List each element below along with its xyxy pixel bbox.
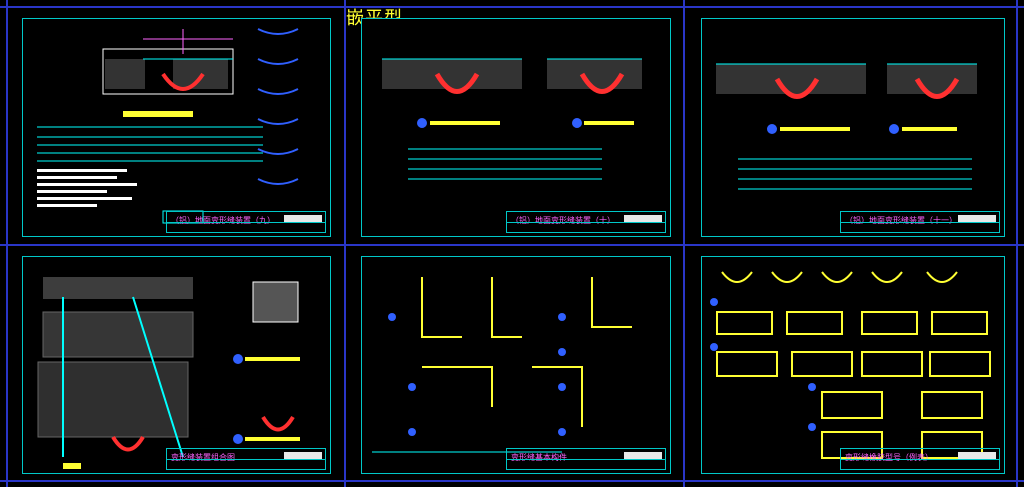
signature-row xyxy=(841,222,999,232)
grid-separator xyxy=(0,244,1024,246)
sheet-title: （铝）地面变形缝装置（十一） xyxy=(845,216,957,225)
drawing-number-box xyxy=(284,215,322,223)
drawing-number-box xyxy=(624,452,662,460)
drawing-sheet-6[interactable]: 变形缝橡胶型号（例表） xyxy=(701,256,1005,474)
signature-row xyxy=(167,459,325,469)
title-block: 变形缝橡胶型号（例表） xyxy=(840,448,1000,470)
drawing-number-box xyxy=(958,215,996,223)
title-block: （铝）地面变形缝装置（十一） xyxy=(840,211,1000,233)
signature-row xyxy=(507,222,665,232)
sheet-title: （铝）地面变形缝装置（十） xyxy=(511,216,615,225)
drawing-number-box xyxy=(284,452,322,460)
drawing-sheet-3[interactable]: （铝）地面变形缝装置（十一） xyxy=(701,18,1005,237)
sheet-5-drawing xyxy=(372,277,632,453)
sheet-title: 变形缝基本构件 xyxy=(511,453,567,462)
drawing-sheet-2[interactable]: （铝）地面变形缝装置（十） xyxy=(361,18,671,237)
title-block: 变形缝装置组合图 xyxy=(166,448,326,470)
sheet-title: （铝）地面变形缝装置（九） xyxy=(171,216,275,225)
sheet-4-drawing xyxy=(37,277,300,469)
signature-row xyxy=(167,222,325,232)
sheet-6-drawing xyxy=(710,271,991,459)
drawing-number-box xyxy=(624,215,662,223)
sheet-3-drawing xyxy=(716,63,977,190)
drawing-sheet-5[interactable]: 变形缝基本构件 xyxy=(361,256,671,474)
sheet-1-drawing xyxy=(37,28,299,224)
drawing-sheet-4[interactable]: 变形缝装置组合图 xyxy=(22,256,331,474)
sheet-title: 变形缝装置组合图 xyxy=(171,453,235,462)
signature-row xyxy=(841,459,999,469)
drawing-sheet-1[interactable]: （铝）地面变形缝装置（九） xyxy=(22,18,331,237)
grid-separator xyxy=(683,0,685,487)
grid-separator xyxy=(344,0,346,487)
sheet-title: 变形缝橡胶型号（例表） xyxy=(845,453,933,462)
sheet-2-drawing xyxy=(382,58,642,180)
title-block: （铝）地面变形缝装置（九） xyxy=(166,211,326,233)
grid-separator xyxy=(0,6,1024,8)
drawing-number-box xyxy=(958,452,996,460)
title-block: （铝）地面变形缝装置（十） xyxy=(506,211,666,233)
grid-separator xyxy=(1016,0,1018,487)
grid-separator xyxy=(0,480,1024,482)
signature-row xyxy=(507,459,665,469)
title-block: 变形缝基本构件 xyxy=(506,448,666,470)
grid-separator xyxy=(6,0,8,487)
